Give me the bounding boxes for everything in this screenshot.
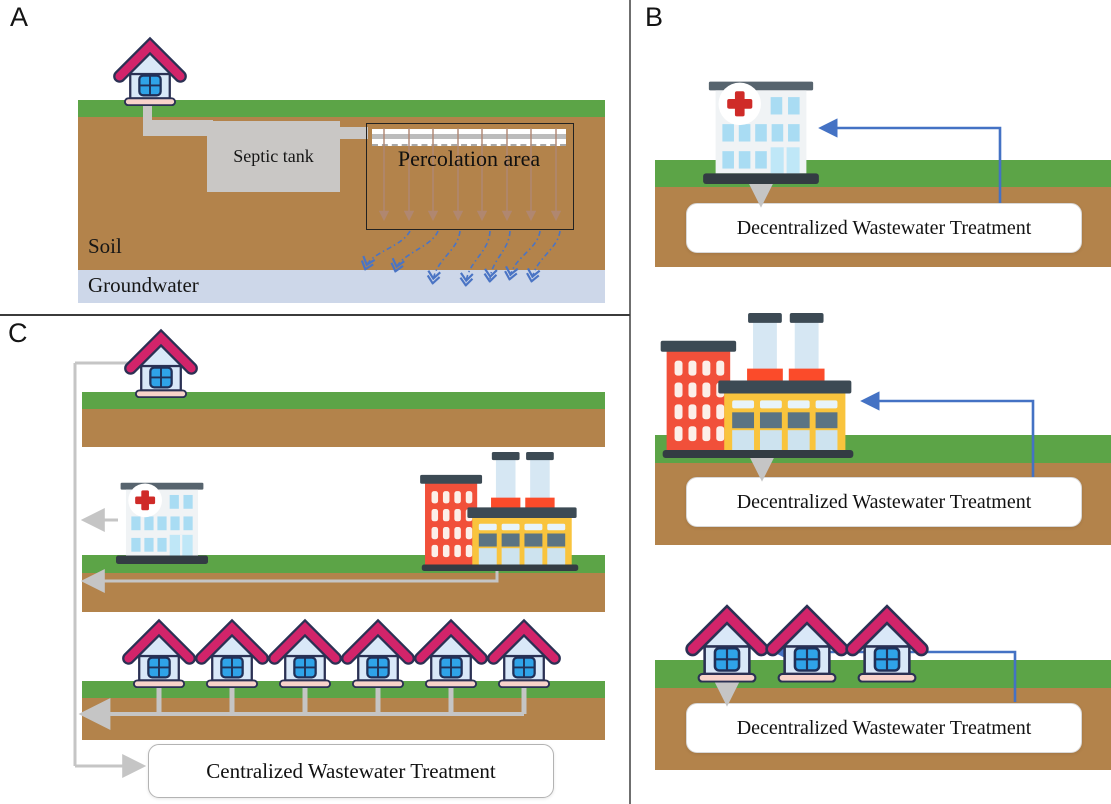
percolation-area-box: [366, 123, 574, 230]
treatment-box-label: Decentralized Wastewater Treatment: [736, 716, 1032, 739]
house-icon: [112, 36, 188, 106]
house-icon: [339, 618, 417, 688]
percolation-pipe-stripe: [372, 134, 566, 139]
treatment-box: Decentralized Wastewater Treatment: [686, 703, 1082, 753]
percolation-pipe-band: [372, 129, 566, 146]
panel-a-label: A: [10, 2, 29, 32]
house-icon: [266, 618, 344, 688]
percolation-area-label: Percolation area: [397, 146, 541, 171]
house-icon: [120, 618, 198, 688]
house-outlet-pipe: [143, 100, 152, 136]
soil-label: Soil: [88, 234, 122, 258]
septic-tank: Septic tank: [207, 121, 340, 192]
soil-band-c1: [82, 409, 605, 447]
hospital-icon: [116, 475, 208, 564]
house-icon: [193, 618, 271, 688]
house-icon: [485, 618, 563, 688]
treatment-box-label: Decentralized Wastewater Treatment: [736, 490, 1032, 513]
factory-icon: [658, 313, 858, 458]
panel-divider-horizontal: [0, 314, 630, 316]
treatment-box: Centralized Wastewater Treatment: [148, 744, 554, 798]
house-icon: [684, 600, 770, 686]
pipe-to-septic-tank: [143, 120, 213, 136]
treatment-box-label: Centralized Wastewater Treatment: [206, 758, 496, 783]
pipe-to-percolation: [340, 127, 368, 139]
groundwater-label: Groundwater: [88, 273, 199, 297]
grass-band-a: [78, 100, 605, 117]
treatment-box-label: Decentralized Wastewater Treatment: [736, 216, 1032, 239]
factory-icon: [418, 452, 582, 571]
house-icon: [844, 600, 930, 686]
house-icon: [412, 618, 490, 688]
panel-c-label: C: [8, 318, 28, 348]
soil-band-c3: [82, 698, 605, 740]
soil-band-c2: [82, 573, 605, 612]
grass-band-c1: [82, 392, 605, 409]
hospital-icon: [703, 72, 819, 184]
treatment-box: Decentralized Wastewater Treatment: [686, 203, 1082, 253]
house-icon: [764, 600, 850, 686]
house-icon: [122, 328, 200, 398]
treatment-box: Decentralized Wastewater Treatment: [686, 477, 1082, 527]
panel-b-label: B: [645, 2, 664, 32]
panel-divider-vertical: [629, 0, 631, 804]
septic-tank-label: Septic tank: [233, 146, 314, 166]
